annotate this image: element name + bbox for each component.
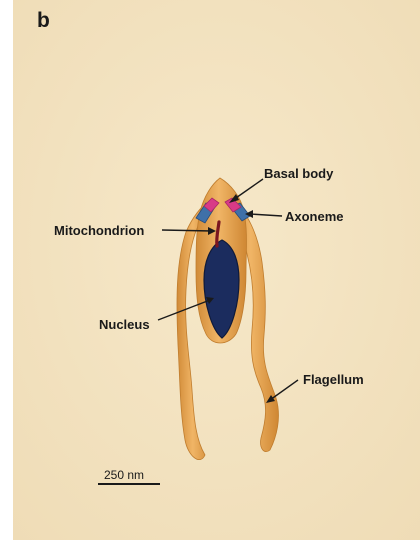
panel-letter: b (37, 10, 50, 31)
left-margin-strip (0, 0, 13, 543)
label-mitochondrion: Mitochondrion (54, 223, 144, 238)
label-flagellum: Flagellum (303, 372, 364, 387)
scale-bar-label: 250 nm (104, 468, 144, 482)
label-basal-body: Basal body (264, 166, 334, 181)
leader-line-mitochondrion (162, 230, 212, 231)
label-nucleus: Nucleus (99, 317, 150, 332)
cell-diagram-panel: Basal body Axoneme Mitochondrion Nucleus… (13, 0, 420, 540)
label-axoneme: Axoneme (285, 209, 344, 224)
